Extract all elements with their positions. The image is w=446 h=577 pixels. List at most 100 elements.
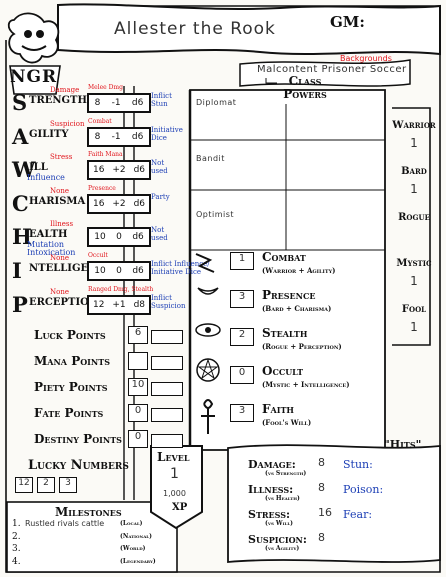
hit-value[interactable]: 8 bbox=[318, 531, 325, 544]
class-power-entry[interactable]: Diplomat bbox=[196, 98, 237, 107]
backgrounds-value[interactable]: Malcontent Prisoner Soccer bbox=[257, 64, 407, 75]
stat-value[interactable]: 8 bbox=[94, 98, 101, 108]
stat-die[interactable]: d6 bbox=[133, 165, 146, 176]
stat-modifier[interactable]: +1 bbox=[112, 299, 126, 310]
stat-side-note: Party bbox=[151, 193, 170, 201]
stat-value[interactable]: 16 bbox=[92, 165, 105, 176]
points-extra-box[interactable] bbox=[151, 408, 183, 422]
stat-value-box[interactable]: 10 0 d6 bbox=[87, 227, 151, 248]
stat-modifier[interactable]: -1 bbox=[111, 131, 121, 142]
stat-initial: W bbox=[12, 157, 36, 183]
stat-value-box[interactable]: 12 +1 d8 bbox=[87, 294, 151, 315]
skill-formula: (Mystic + Intelligence) bbox=[262, 380, 350, 389]
lucky-number[interactable]: 2 bbox=[37, 477, 55, 493]
points-value[interactable]: 6 bbox=[128, 326, 148, 344]
stat-value[interactable]: 16 bbox=[92, 198, 105, 209]
milestone-value[interactable]: Rustled rivals cattle bbox=[25, 519, 105, 528]
class-value[interactable]: 1 bbox=[410, 320, 418, 334]
hit-status[interactable]: Poison: bbox=[343, 483, 384, 496]
stat-die[interactable]: d6 bbox=[132, 266, 144, 276]
class-power-entry[interactable]: Optimist bbox=[196, 210, 235, 219]
points-extra-box[interactable] bbox=[151, 356, 183, 370]
lucky-number[interactable]: 3 bbox=[59, 477, 77, 493]
class-power-entry[interactable]: Bandit bbox=[196, 154, 225, 163]
points-extra-box[interactable] bbox=[151, 434, 183, 448]
class-value[interactable]: 1 bbox=[410, 136, 418, 150]
stat-value[interactable]: 10 bbox=[94, 266, 106, 276]
hit-status[interactable]: Stun: bbox=[343, 458, 373, 471]
stat-modifier[interactable]: +2 bbox=[112, 165, 126, 176]
stat-value-box[interactable]: 10 0 d6 bbox=[87, 261, 151, 281]
stat-die[interactable]: d8 bbox=[133, 299, 146, 310]
stat-value-box[interactable]: 16 +2 d6 bbox=[87, 160, 151, 181]
gm-label: GM: bbox=[330, 13, 365, 31]
stat-value-box[interactable]: 8 -1 d6 bbox=[87, 126, 151, 147]
stat-die[interactable]: d6 bbox=[133, 198, 146, 209]
class-powers-title-line2: Powers bbox=[283, 87, 327, 101]
hit-versus: (vs Will) bbox=[265, 520, 293, 527]
stat-initial: I bbox=[12, 258, 22, 283]
lucky-number[interactable]: 12 bbox=[15, 477, 33, 493]
stat-modifier[interactable]: +2 bbox=[112, 198, 126, 209]
skill-value[interactable]: 2 bbox=[230, 328, 254, 346]
level-value[interactable]: 1 bbox=[170, 466, 179, 482]
hits-title: "Hits" bbox=[384, 438, 422, 451]
stat-value[interactable]: 10 bbox=[94, 232, 106, 243]
skill-value[interactable]: 3 bbox=[230, 404, 254, 422]
stat-modifier[interactable]: 0 bbox=[116, 266, 122, 276]
points-value[interactable]: 0 bbox=[128, 404, 148, 422]
hit-versus: (vs Strength) bbox=[265, 470, 307, 477]
stat-die[interactable]: d6 bbox=[131, 98, 144, 108]
skill-name: Faith bbox=[262, 402, 294, 416]
stat-value-box[interactable]: 8 -1 d6 bbox=[87, 93, 151, 113]
class-value[interactable]: 1 bbox=[410, 274, 418, 288]
skill-value[interactable]: 1 bbox=[230, 252, 254, 270]
stat-initial: P bbox=[12, 291, 28, 317]
stat-die[interactable]: d6 bbox=[132, 232, 144, 243]
stat-value[interactable]: 12 bbox=[92, 299, 105, 310]
stat-value[interactable]: 8 bbox=[94, 131, 101, 142]
hit-value[interactable]: 16 bbox=[318, 506, 332, 519]
skill-formula: (Rogue + Perception) bbox=[262, 342, 342, 351]
stat-note: Illness bbox=[50, 220, 74, 229]
stat-modifier[interactable]: 0 bbox=[116, 232, 122, 243]
stat-extra: Intoxication bbox=[27, 248, 76, 258]
stat-note-sub: Presence bbox=[88, 184, 116, 192]
skill-value[interactable]: 0 bbox=[230, 366, 254, 384]
points-extra-box[interactable] bbox=[151, 330, 183, 344]
hit-status[interactable]: Fear: bbox=[343, 508, 373, 521]
hit-versus: (vs Agility) bbox=[265, 545, 300, 552]
skill-value[interactable]: 3 bbox=[230, 290, 254, 308]
character-name[interactable]: Allester the Rook bbox=[114, 19, 276, 39]
hit-value[interactable]: 8 bbox=[318, 456, 325, 469]
points-label: Fate Points bbox=[34, 406, 104, 420]
xp-value[interactable]: 1,000 bbox=[163, 489, 186, 498]
stat-side-line: Party bbox=[151, 192, 170, 201]
milestone-number: 2. bbox=[12, 531, 21, 542]
class-name: Warrior bbox=[392, 120, 436, 131]
class-value[interactable]: 1 bbox=[410, 182, 418, 196]
stat-die[interactable]: d6 bbox=[131, 131, 144, 142]
hit-versus: (vs Health) bbox=[265, 495, 300, 502]
milestone-number: 1. bbox=[12, 519, 21, 529]
milestones-title: Milestones bbox=[55, 505, 122, 519]
milestone-tag: (Local) bbox=[120, 520, 143, 527]
points-value[interactable]: 0 bbox=[128, 430, 148, 448]
points-extra-box[interactable] bbox=[151, 382, 183, 396]
stat-note: None bbox=[50, 287, 69, 296]
hit-value[interactable]: 8 bbox=[318, 481, 325, 494]
milestone-tag: (World) bbox=[120, 545, 146, 552]
stat-note-sub: Faith Mana bbox=[88, 151, 123, 159]
points-value[interactable] bbox=[128, 352, 148, 370]
stat-modifier[interactable]: -1 bbox=[111, 98, 121, 108]
points-value[interactable]: 10 bbox=[128, 378, 148, 396]
stat-note: None bbox=[50, 254, 69, 262]
stat-side-line: Not bbox=[151, 226, 165, 235]
stat-value-box[interactable]: 16 +2 d6 bbox=[87, 193, 151, 214]
stat-name: EALTH bbox=[29, 229, 68, 241]
stat-name: GILITY bbox=[29, 128, 69, 140]
